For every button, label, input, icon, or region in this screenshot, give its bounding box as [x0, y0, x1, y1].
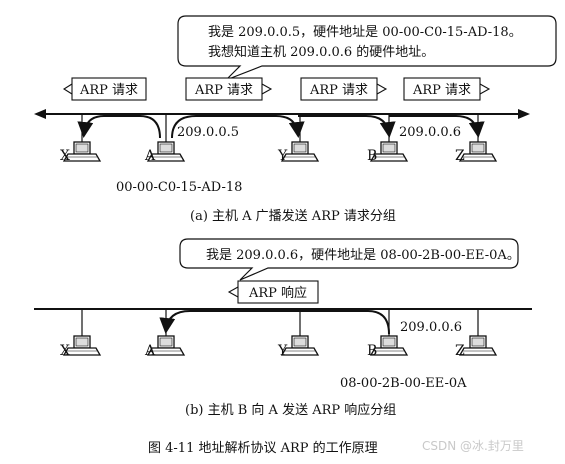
svg-text:ARP 请求: ARP 请求: [194, 83, 253, 98]
unicast-reply-curve: [159, 310, 390, 335]
host-label: Z: [455, 148, 465, 164]
host-y-b: [281, 335, 319, 356]
watermark: CSDN @冰.封万里: [422, 439, 524, 453]
arp-request-frame: ARP 请求: [62, 77, 147, 101]
figure-caption: 图 4-11 地址解析协议 ARP 的工作原理: [148, 440, 378, 456]
host-label: A: [144, 148, 156, 164]
mac-label-a: 00-00-C0-15-AD-18: [116, 180, 242, 195]
host-label: B: [367, 343, 377, 359]
ip-label-a: 209.0.0.5: [177, 125, 239, 140]
ip-label-b: 209.0.0.6: [399, 125, 461, 140]
broadcast-curves: [77, 115, 485, 139]
reply-callout: 我是 209.0.0.6，硬件地址是 08-00-2B-00-EE-0A。: [179, 238, 520, 281]
host-label: X: [60, 343, 70, 359]
arp-request-frame: ARP 请求: [185, 77, 273, 101]
host-label: B: [367, 148, 377, 164]
host-label: X: [60, 148, 70, 164]
caption-a: (a) 主机 A 广播发送 ARP 请求分组: [190, 208, 396, 224]
callout-text: 我是 209.0.0.6，硬件地址是 08-00-2B-00-EE-0A。: [206, 248, 520, 263]
caption-b: (b) 主机 B 向 A 发送 ARP 响应分组: [185, 402, 396, 418]
svg-text:ARP 请求: ARP 请求: [412, 83, 471, 98]
part-a: 我是 209.0.0.5，硬件地址是 00-00-C0-15-AD-18。 我想…: [34, 15, 557, 224]
network-bus-a: [34, 109, 530, 119]
svg-text:ARP 请求: ARP 请求: [309, 83, 368, 98]
svg-text:ARP 请求: ARP 请求: [79, 83, 138, 98]
arp-request-frame: ARP 请求: [300, 77, 388, 101]
arp-reply-frame: ARP 响应: [227, 280, 319, 304]
svg-text:ARP 响应: ARP 响应: [248, 285, 307, 301]
host-z-a: [459, 141, 497, 162]
host-y-a: [281, 141, 319, 162]
callout-line2: 我想知道主机 209.0.0.6 的硬件地址。: [208, 44, 434, 60]
request-callout: 我是 209.0.0.5，硬件地址是 00-00-C0-15-AD-18。 我想…: [177, 15, 557, 81]
mac-label-b: 08-00-2B-00-EE-0A: [340, 376, 467, 391]
part-b: 我是 209.0.0.6，硬件地址是 08-00-2B-00-EE-0A。 AR…: [34, 238, 532, 418]
callout-line1: 我是 209.0.0.5，硬件地址是 00-00-C0-15-AD-18。: [208, 25, 522, 40]
host-label: Y: [277, 148, 288, 164]
arp-request-frame: ARP 请求: [403, 77, 491, 101]
ip-label-b: 209.0.0.6: [400, 320, 462, 335]
arp-request-frames: ARP 请求 ARP 请求 ARP 请求 ARP 请求: [62, 77, 491, 101]
host-z-b: [459, 335, 497, 356]
host-label: Z: [455, 343, 465, 359]
host-label: Y: [277, 343, 288, 359]
host-label: A: [144, 343, 156, 359]
